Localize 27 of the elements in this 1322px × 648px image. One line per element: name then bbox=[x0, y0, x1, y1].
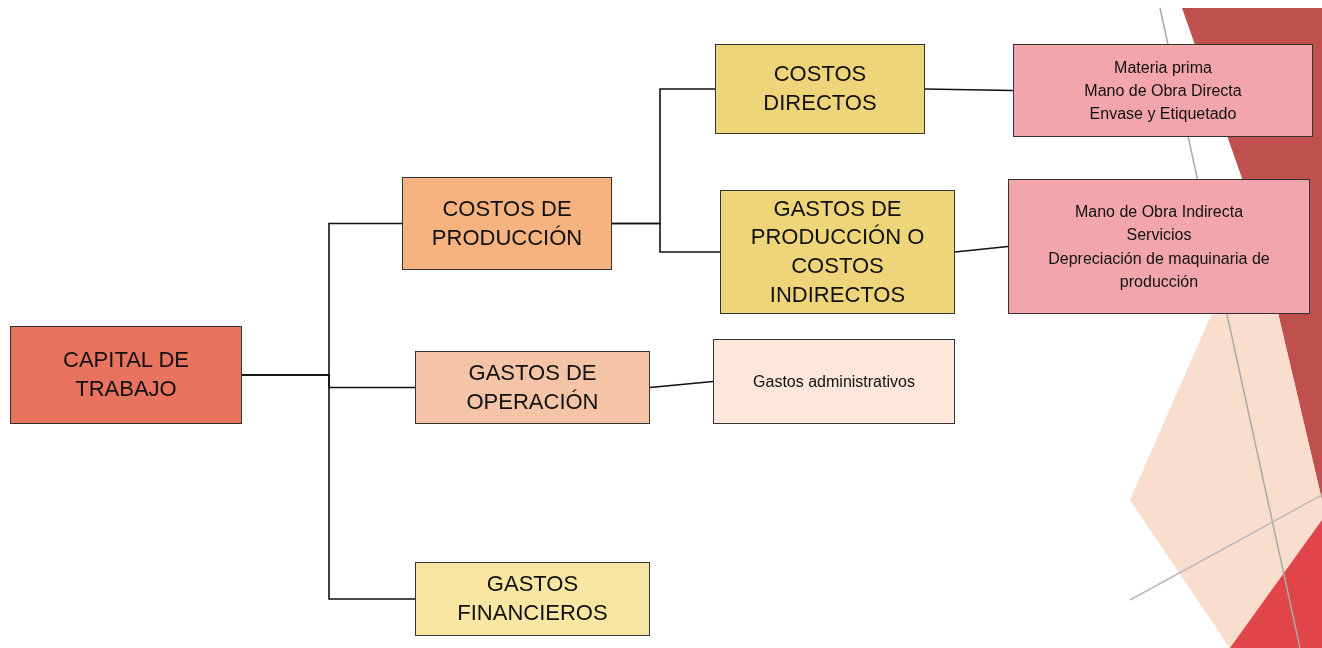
connector-line bbox=[924, 88, 1014, 92]
category-box bbox=[715, 44, 925, 134]
box-text: Servicios bbox=[1126, 225, 1192, 246]
box-text: Depreciación de maquinaria de producción bbox=[1047, 248, 1271, 292]
box-text: Mano de Obra Directa bbox=[1084, 80, 1242, 101]
category-box bbox=[415, 351, 650, 424]
connector-line bbox=[611, 222, 721, 253]
category-box bbox=[402, 177, 612, 270]
box-text: COSTOS DE PRODUCCIÓN bbox=[430, 194, 584, 252]
category-box bbox=[415, 562, 650, 636]
box-text: Mano de Obra Indirecta bbox=[1074, 202, 1244, 223]
box-text: GASTOS DE OPERACIÓN bbox=[465, 358, 600, 416]
box-text: COSTOS DIRECTOS bbox=[762, 60, 878, 117]
box-text: Materia prima bbox=[1114, 57, 1212, 78]
box-text: GASTOS DE PRODUCCIÓN O COSTOS INDIRECTOS bbox=[749, 194, 926, 309]
category-box bbox=[713, 339, 955, 424]
connector-line bbox=[954, 245, 1009, 253]
connector-line bbox=[241, 374, 416, 600]
connector-line bbox=[649, 380, 714, 389]
category-box bbox=[720, 190, 955, 314]
category-box bbox=[1013, 44, 1313, 137]
box-text: Envase y Etiquetado bbox=[1089, 104, 1237, 125]
box-text: CAPITAL DE TRABAJO bbox=[62, 346, 190, 403]
box-text: GASTOS FINANCIEROS bbox=[456, 570, 609, 627]
box-text: Gastos administrativos bbox=[753, 371, 915, 392]
category-box bbox=[1008, 179, 1310, 314]
category-box bbox=[10, 326, 242, 424]
